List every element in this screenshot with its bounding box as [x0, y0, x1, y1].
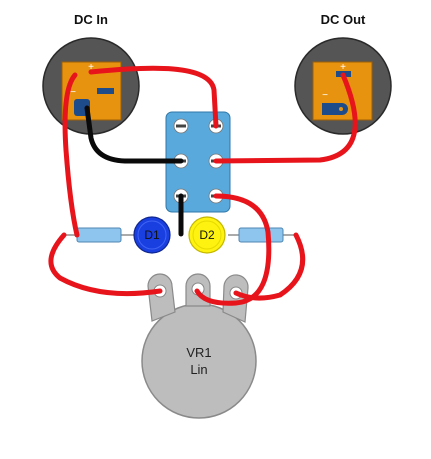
- pot-body: [141, 303, 257, 419]
- dc-in-title: DC In: [74, 12, 108, 27]
- dc-out-minus-mark: −: [322, 90, 328, 101]
- dc-in-contact: [97, 88, 114, 94]
- led-d1-label: D1: [144, 228, 160, 242]
- led-d1-body: [133, 216, 171, 254]
- led-d2: D2: [188, 216, 226, 254]
- led-d2-body: [188, 216, 226, 254]
- wires: [48, 65, 358, 306]
- wire-red-dc-in-positive: [88, 65, 219, 129]
- wire-red-dc-out-positive: [213, 72, 358, 164]
- resistor-2: [238, 227, 284, 243]
- led-d1: D1: [133, 216, 171, 254]
- pot-lug-1: [147, 273, 176, 322]
- switch-lug-slot: [176, 124, 186, 128]
- led-d1-rim: [137, 220, 167, 250]
- led-d2-rim: [192, 220, 222, 250]
- dc-in-minus-mark: −: [70, 87, 76, 98]
- dc-in-plus-mark: +: [88, 62, 94, 73]
- dc-out-lug-hole: [339, 107, 343, 111]
- dc-out-jack: + −: [294, 37, 392, 135]
- dc-out-plus-mark: +: [340, 62, 346, 73]
- led-d2-label: D2: [199, 228, 215, 242]
- dc-out-title: DC Out: [321, 12, 366, 27]
- wire-red-switch-to-pot: [194, 193, 272, 306]
- pot-name-label: VR1: [186, 345, 211, 360]
- wire-red-r1-to-pot: [48, 232, 163, 297]
- resistor-1: [76, 227, 122, 243]
- wire-red-r2-to-pot: [233, 232, 306, 301]
- pot-type-label: Lin: [190, 362, 207, 377]
- dc-out-sleeve-lug: [322, 103, 348, 115]
- wire-red-dc-in-to-r1: [62, 72, 80, 238]
- wire-black-ground: [84, 105, 184, 164]
